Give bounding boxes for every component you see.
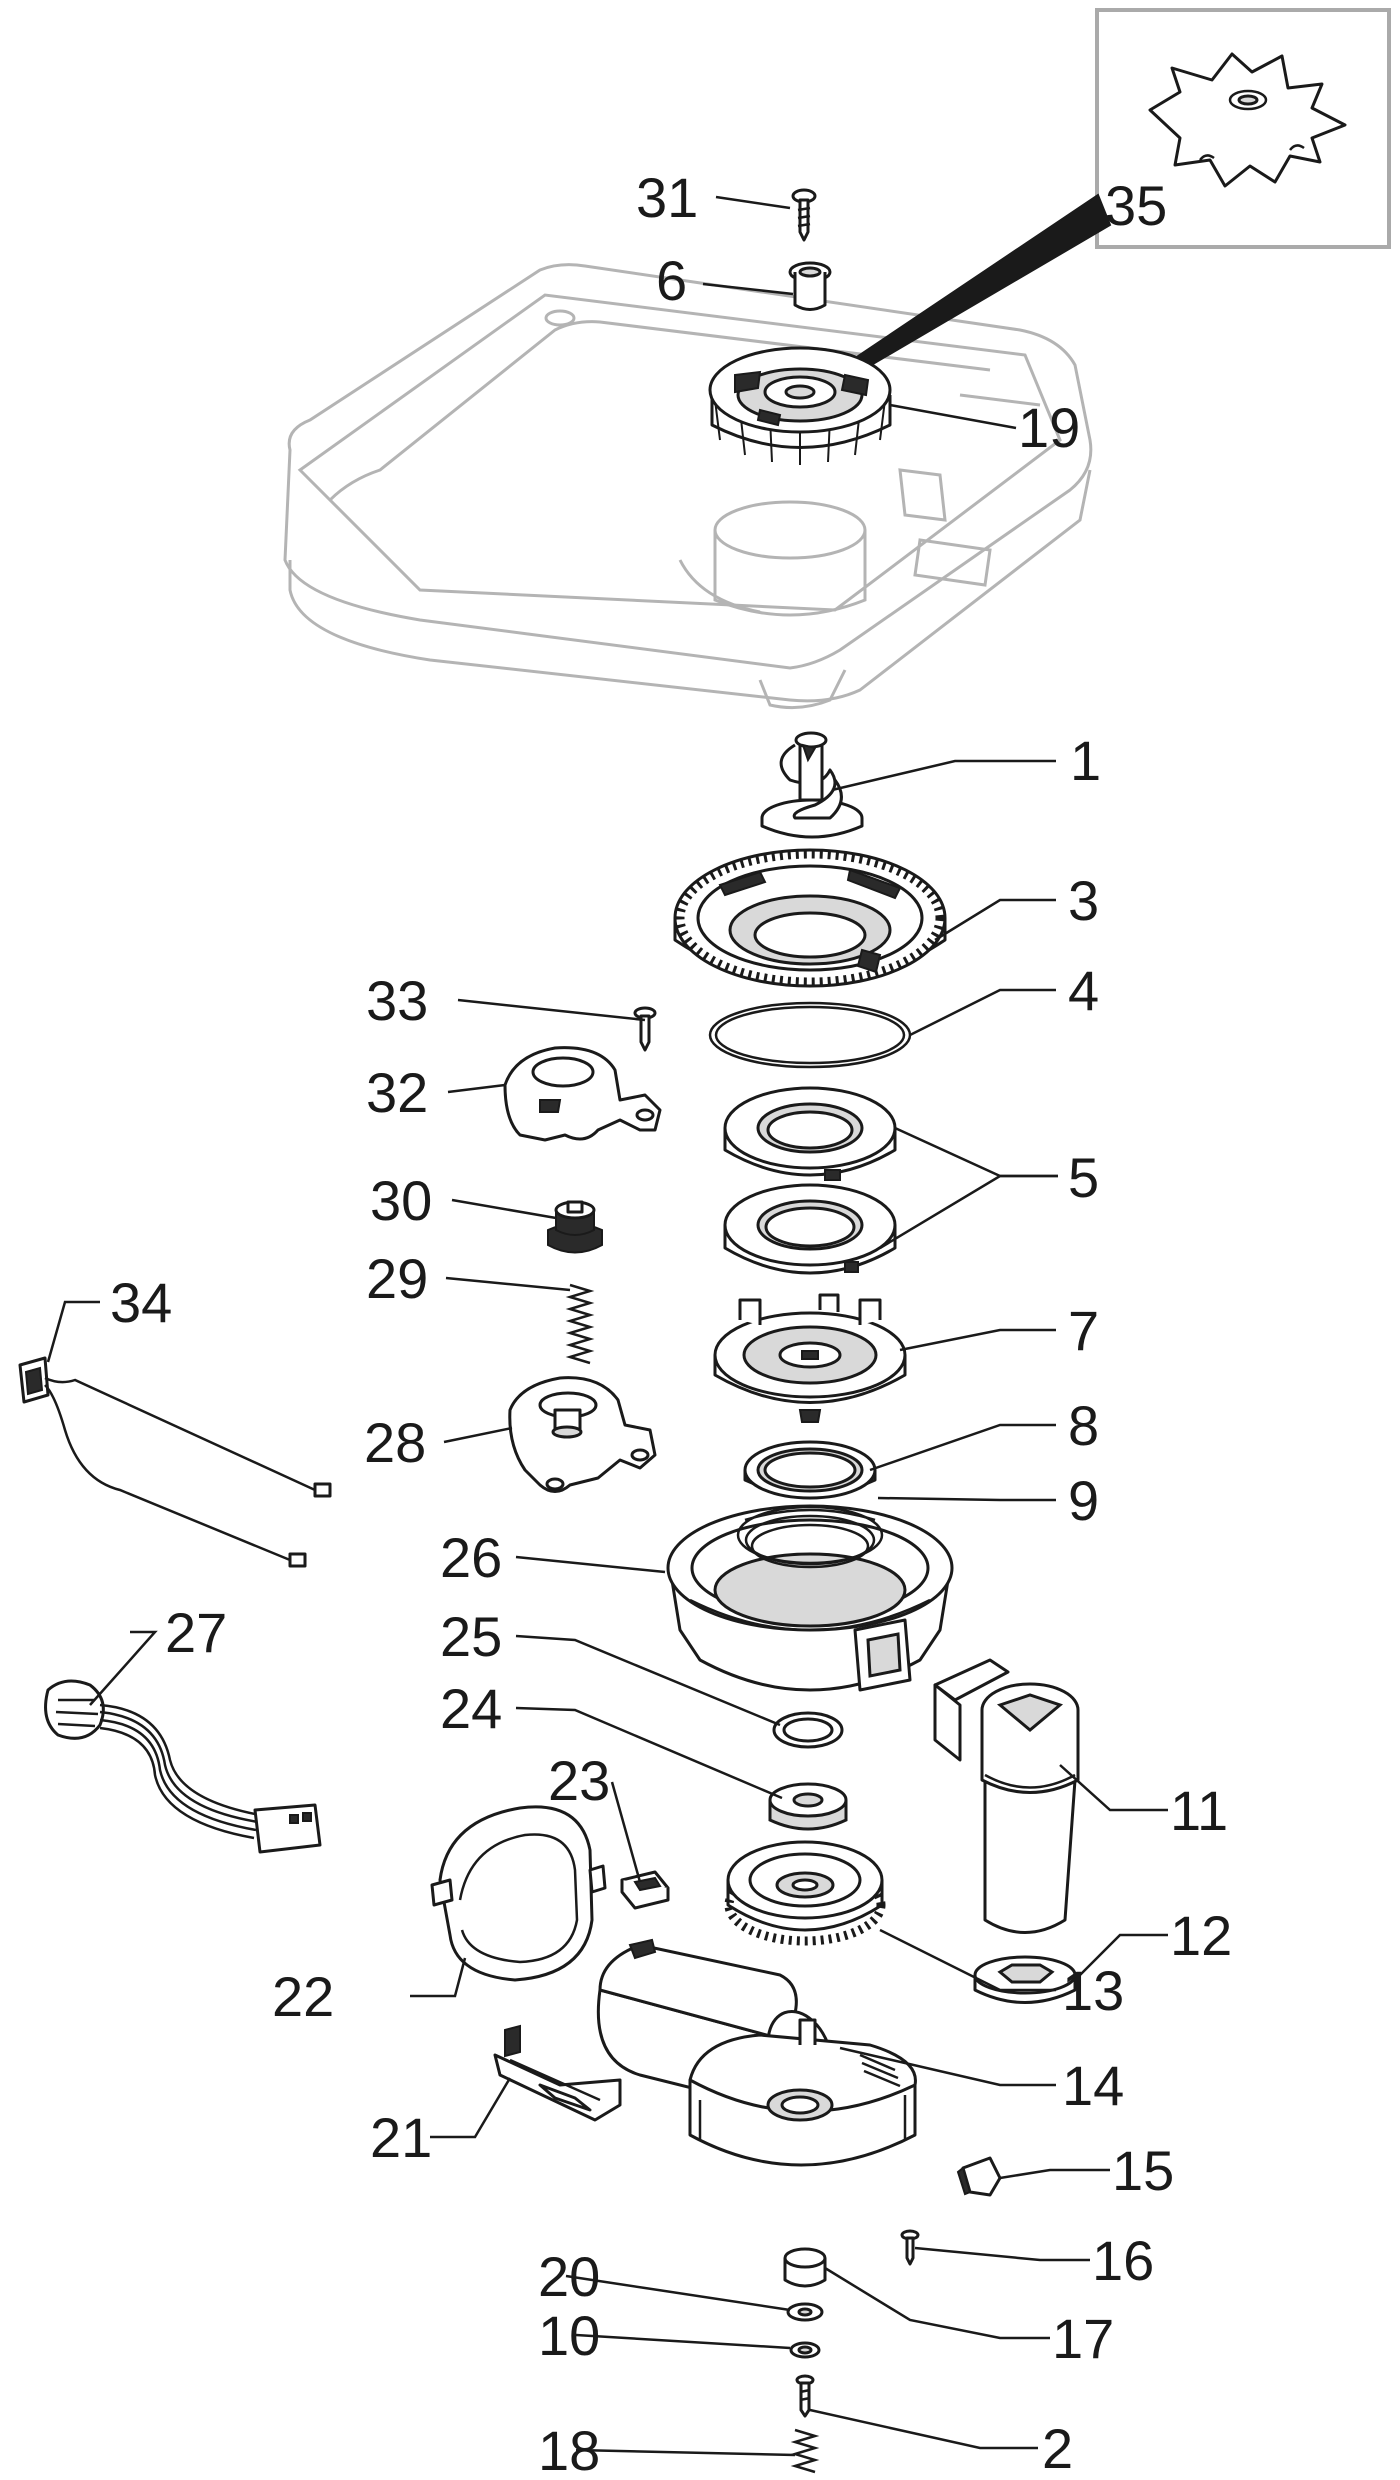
label-14: 14 xyxy=(1062,2054,1124,2117)
label-10: 10 xyxy=(538,2304,600,2367)
part-6-bushing xyxy=(788,261,832,311)
label-9: 9 xyxy=(1068,1469,1099,1532)
part-9-rings xyxy=(744,1508,876,1522)
part-19-crown xyxy=(708,346,892,465)
part-1-auger xyxy=(760,731,864,839)
label-16: 16 xyxy=(1092,2229,1154,2292)
label-1: 1 xyxy=(1070,729,1101,792)
part-30-pinion xyxy=(547,1200,603,1254)
label-30: 30 xyxy=(370,1169,432,1232)
part-5-ring-upper xyxy=(723,1086,897,1181)
part-28-bracket xyxy=(508,1376,657,1493)
label-11: 11 xyxy=(1170,1779,1228,1842)
label-29: 29 xyxy=(366,1247,428,1310)
label-4: 4 xyxy=(1068,959,1099,1022)
part-4-o-ring xyxy=(708,1001,912,1069)
part-15-clip xyxy=(956,2156,1002,2197)
part-8-ring xyxy=(743,1440,877,1500)
label-7: 7 xyxy=(1068,1299,1099,1362)
part-29-spring xyxy=(565,1283,595,1365)
label-24: 24 xyxy=(440,1677,502,1740)
part-31-screw xyxy=(791,188,817,242)
label-22: 22 xyxy=(272,1965,334,2028)
part-7-carrier xyxy=(713,1293,907,1423)
label-3: 3 xyxy=(1068,869,1099,932)
label-13: 13 xyxy=(1062,1959,1124,2022)
part-12-cap xyxy=(973,1955,1077,2004)
leader-lines xyxy=(46,195,1168,2457)
part-18-spring xyxy=(790,2428,820,2474)
detail-inset-35 xyxy=(1095,8,1391,249)
label-8: 8 xyxy=(1068,1394,1099,1457)
part-16-screw xyxy=(900,2229,920,2266)
label-18: 18 xyxy=(538,2419,600,2480)
housing-outline xyxy=(283,263,1093,710)
part-23-component xyxy=(620,1870,670,1910)
part-34-wire-harness xyxy=(18,1356,332,1568)
label-23: 23 xyxy=(548,1749,610,1812)
label-2: 2 xyxy=(1042,2417,1073,2480)
label-35: 35 xyxy=(1105,174,1167,237)
part-27-cable xyxy=(44,1679,322,1854)
part-26-gear-housing xyxy=(666,1504,954,1692)
label-5: 5 xyxy=(1068,1146,1099,1209)
label-15: 15 xyxy=(1112,2139,1174,2202)
part-11-container xyxy=(933,1658,1080,1934)
label-28: 28 xyxy=(364,1411,426,1474)
part-24-bushing xyxy=(768,1782,848,1831)
label-25: 25 xyxy=(440,1605,502,1668)
label-31: 31 xyxy=(636,166,698,229)
part-33-screw xyxy=(633,1006,657,1052)
part-25-seal xyxy=(772,1711,844,1749)
label-17: 17 xyxy=(1052,2307,1114,2370)
label-26: 26 xyxy=(440,1526,502,1589)
part-10-washer xyxy=(789,2341,821,2359)
label-34: 34 xyxy=(110,1271,172,1334)
part-14-motor xyxy=(596,1938,917,2167)
part-3-gear-ring xyxy=(673,848,947,988)
label-21: 21 xyxy=(370,2106,432,2169)
part-17-bushing xyxy=(783,2247,827,2288)
label-33: 33 xyxy=(366,969,428,1032)
part-22-band xyxy=(430,1805,607,1982)
part-21-switch xyxy=(493,2024,622,2122)
label-12: 12 xyxy=(1170,1904,1232,1967)
label-20: 20 xyxy=(538,2245,600,2308)
part-2-screw xyxy=(795,2374,815,2418)
part-20-washer xyxy=(786,2302,824,2322)
label-27: 27 xyxy=(165,1601,227,1664)
label-19: 19 xyxy=(1018,396,1080,459)
label-6: 6 xyxy=(656,249,687,312)
label-32: 32 xyxy=(366,1061,428,1124)
callout-labels: 31 6 19 35 1 3 4 5 7 8 9 11 12 13 14 15 … xyxy=(110,166,1232,2480)
part-32-bracket xyxy=(503,1046,662,1142)
part-13-gear xyxy=(724,1840,886,1946)
part-5-ring-lower xyxy=(723,1183,897,1275)
